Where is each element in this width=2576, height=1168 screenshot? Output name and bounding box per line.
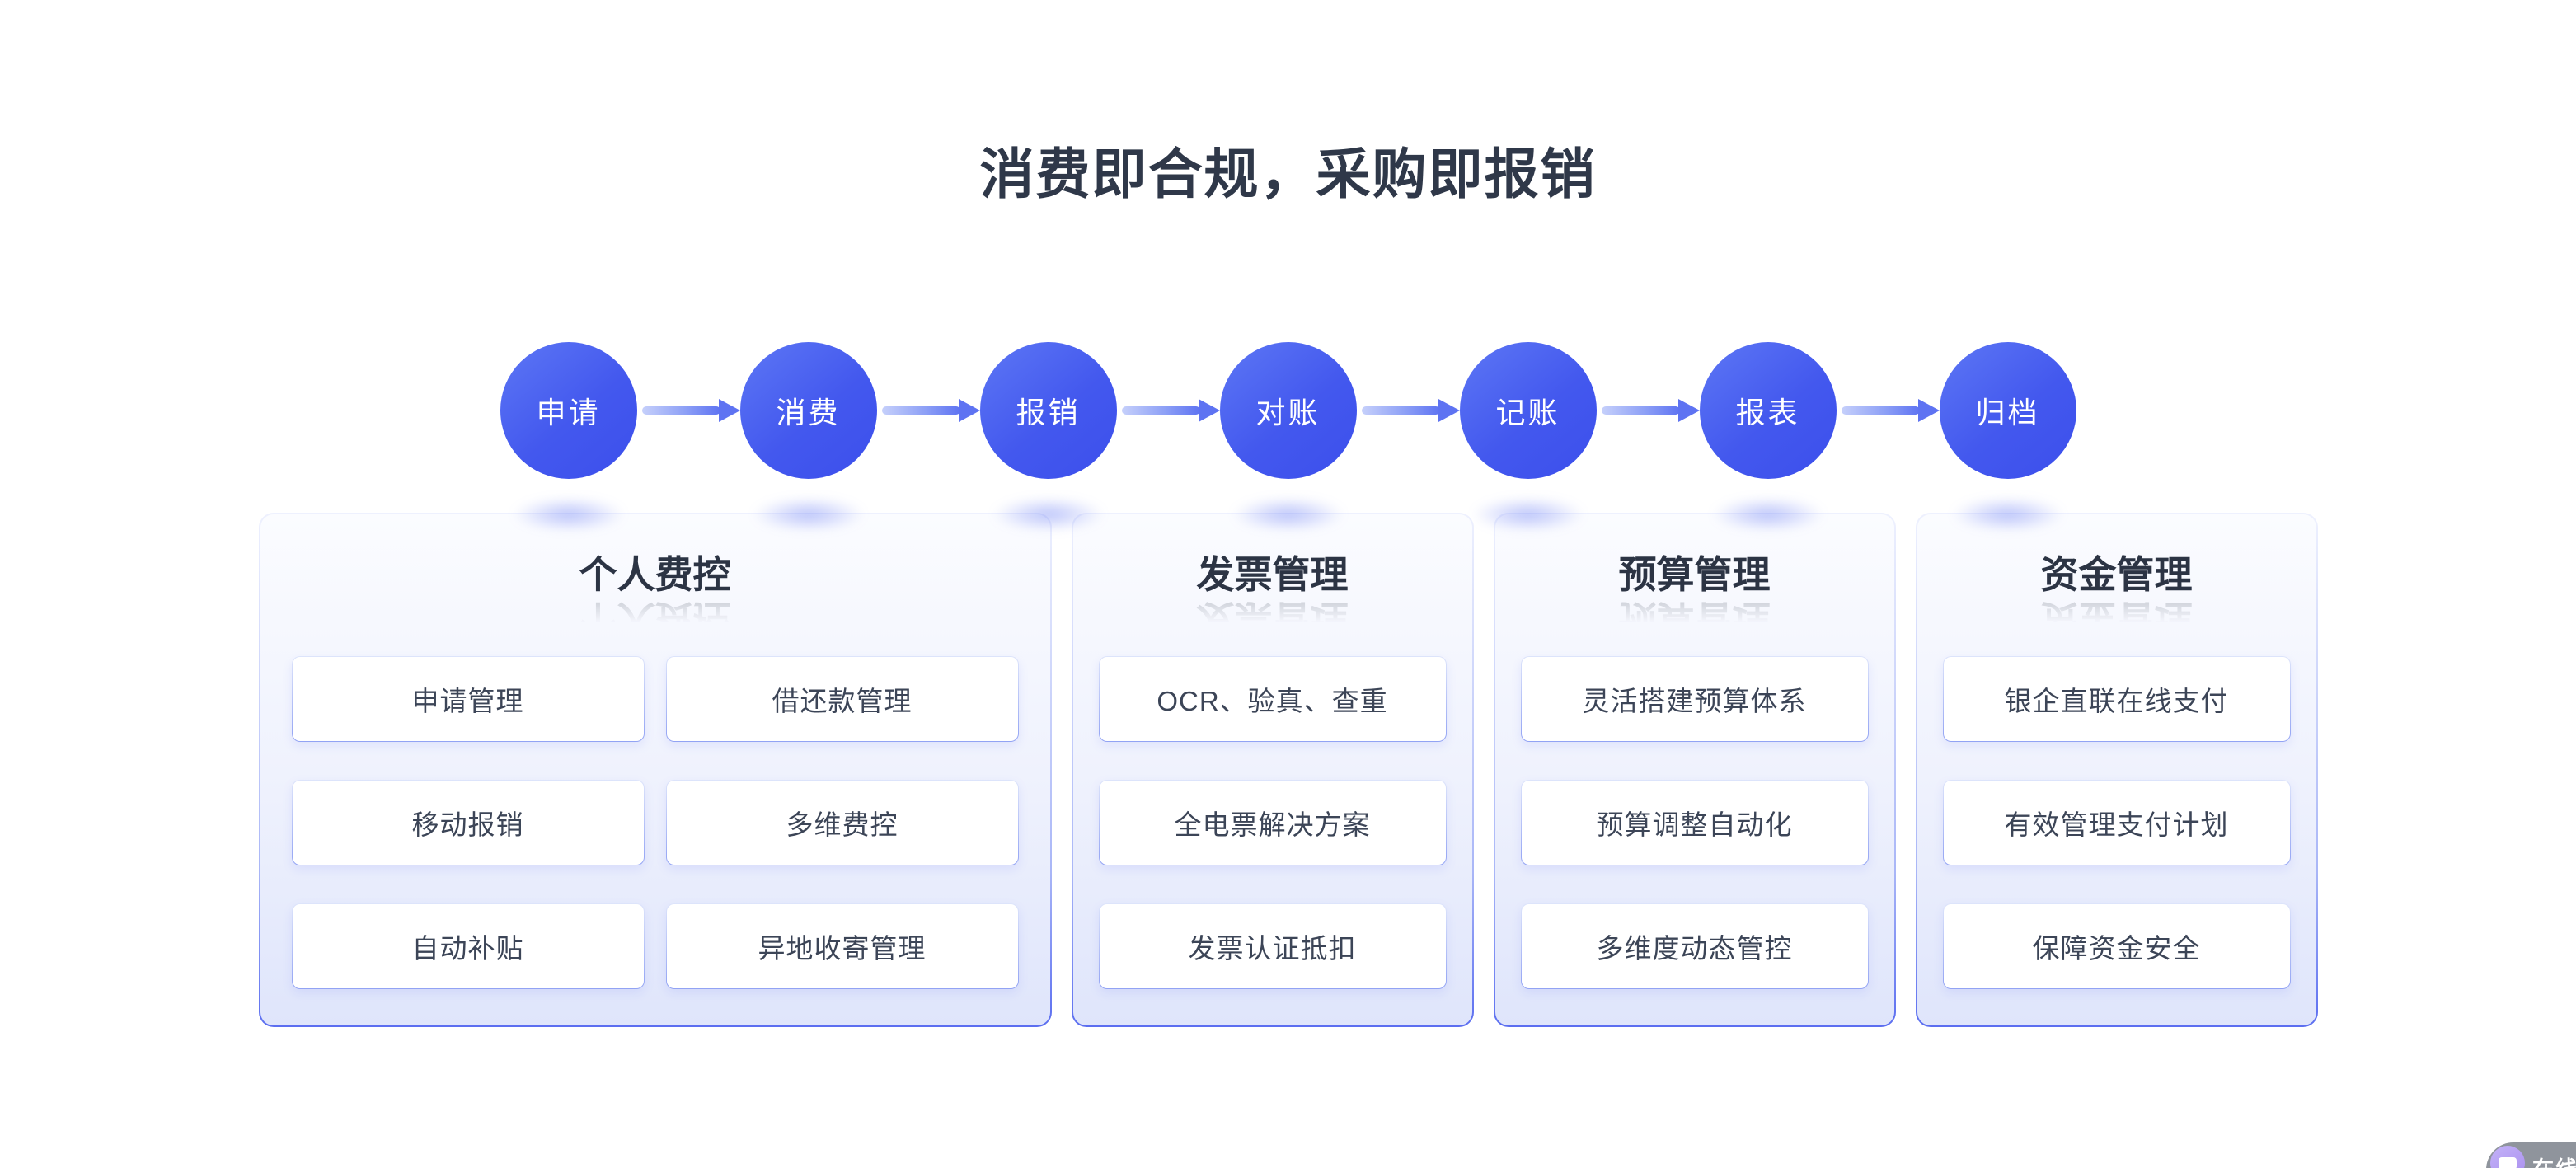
circle-reflection (1231, 497, 1345, 532)
card-items: 灵活搭建预算体系 预算调整自动化 多维度动态管控 (1521, 656, 1869, 989)
circle-reflection (751, 497, 866, 532)
feature-item: 银企直联在线支付 (1943, 656, 2291, 742)
arrow-right-icon (1117, 397, 1220, 424)
card-title: 个人费控 个人费控 (260, 553, 1050, 640)
feature-item: 全电票解决方案 (1099, 780, 1447, 865)
flow-step-consume: 消费 (739, 342, 877, 532)
chat-widget-label: 在线咨询 (2532, 1152, 2576, 1168)
feature-item: 异地收寄管理 (666, 903, 1019, 989)
feature-item: 移动报销 (292, 780, 645, 865)
card-title-reflection: 资金管理 (2040, 598, 2193, 640)
circle-reflection (1710, 497, 1825, 532)
flow-circle: 报表 (1699, 342, 1837, 479)
flow-step-archive: 归档 (1939, 342, 2076, 532)
circle-reflection (1471, 497, 1585, 532)
feature-item: 发票认证抵扣 (1099, 903, 1447, 989)
flow-circle: 对账 (1219, 342, 1357, 479)
card-title: 发票管理 发票管理 (1073, 553, 1472, 640)
flow-step-reimburse: 报销 (979, 342, 1117, 532)
feature-item: OCR、验真、查重 (1099, 656, 1447, 742)
flow-circle: 申请 (500, 342, 637, 479)
card-invoice-management: 发票管理 发票管理 OCR、验真、查重 全电票解决方案 发票认证抵扣 (1072, 513, 1474, 1027)
feature-item: 多维费控 (666, 780, 1019, 865)
feature-cards: 个人费控 个人费控 申请管理 借还款管理 移动报销 多维费控 自动补贴 异地收寄… (259, 513, 2318, 1027)
flow-step-apply: 申请 (500, 342, 637, 532)
card-title-text: 发票管理 (1196, 553, 1349, 596)
flow-step-reconcile: 对账 (1219, 342, 1357, 532)
arrow-right-icon (637, 397, 740, 424)
circle-reflection (1950, 497, 2065, 532)
flow-circle: 归档 (1939, 342, 2076, 479)
card-title-text: 预算管理 (1618, 553, 1771, 596)
flow-circle: 记账 (1459, 342, 1597, 479)
card-budget-management: 预算管理 预算管理 灵活搭建预算体系 预算调整自动化 多维度动态管控 (1494, 513, 1896, 1027)
flow-circle: 消费 (739, 342, 877, 479)
feature-item: 借还款管理 (666, 656, 1019, 742)
feature-item: 自动补贴 (292, 903, 645, 989)
card-title-text: 资金管理 (2040, 553, 2193, 596)
arrow-right-icon (877, 397, 980, 424)
card-title: 资金管理 资金管理 (1917, 553, 2316, 640)
circle-reflection (511, 497, 626, 532)
flow-step-bookkeep: 记账 (1459, 342, 1597, 532)
feature-item: 申请管理 (292, 656, 645, 742)
circle-reflection (991, 497, 1105, 532)
flow-step-report: 报表 (1699, 342, 1837, 532)
card-title: 预算管理 预算管理 (1495, 553, 1894, 640)
flow-circle: 报销 (979, 342, 1117, 479)
card-title-reflection: 预算管理 (1618, 598, 1771, 640)
card-fund-management: 资金管理 资金管理 银企直联在线支付 有效管理支付计划 保障资金安全 (1916, 513, 2318, 1027)
chat-icon (2490, 1146, 2525, 1168)
card-title-reflection: 个人费控 (579, 598, 731, 640)
arrow-right-icon (1597, 397, 1700, 424)
feature-item: 多维度动态管控 (1521, 903, 1869, 989)
card-items: 银企直联在线支付 有效管理支付计划 保障资金安全 (1943, 656, 2291, 989)
page-title: 消费即合规，采购即报销 (979, 143, 1597, 204)
arrow-right-icon (1837, 397, 1940, 424)
card-title-text: 个人费控 (579, 553, 731, 596)
chat-screen-icon (2499, 1156, 2517, 1168)
feature-item: 保障资金安全 (1943, 903, 2291, 989)
card-items: 申请管理 借还款管理 移动报销 多维费控 自动补贴 异地收寄管理 (292, 656, 1019, 989)
card-title-reflection: 发票管理 (1196, 598, 1349, 640)
card-personal-expense-control: 个人费控 个人费控 申请管理 借还款管理 移动报销 多维费控 自动补贴 异地收寄… (259, 513, 1052, 1027)
feature-item: 预算调整自动化 (1521, 780, 1869, 865)
feature-item: 灵活搭建预算体系 (1521, 656, 1869, 742)
arrow-right-icon (1357, 397, 1460, 424)
feature-item: 有效管理支付计划 (1943, 780, 2291, 865)
chat-widget[interactable]: 在线咨询 (2486, 1142, 2576, 1168)
card-items: OCR、验真、查重 全电票解决方案 发票认证抵扣 (1099, 656, 1447, 989)
process-flow: 申请 消费 报销 对账 记账 报表 归档 (0, 342, 2576, 532)
